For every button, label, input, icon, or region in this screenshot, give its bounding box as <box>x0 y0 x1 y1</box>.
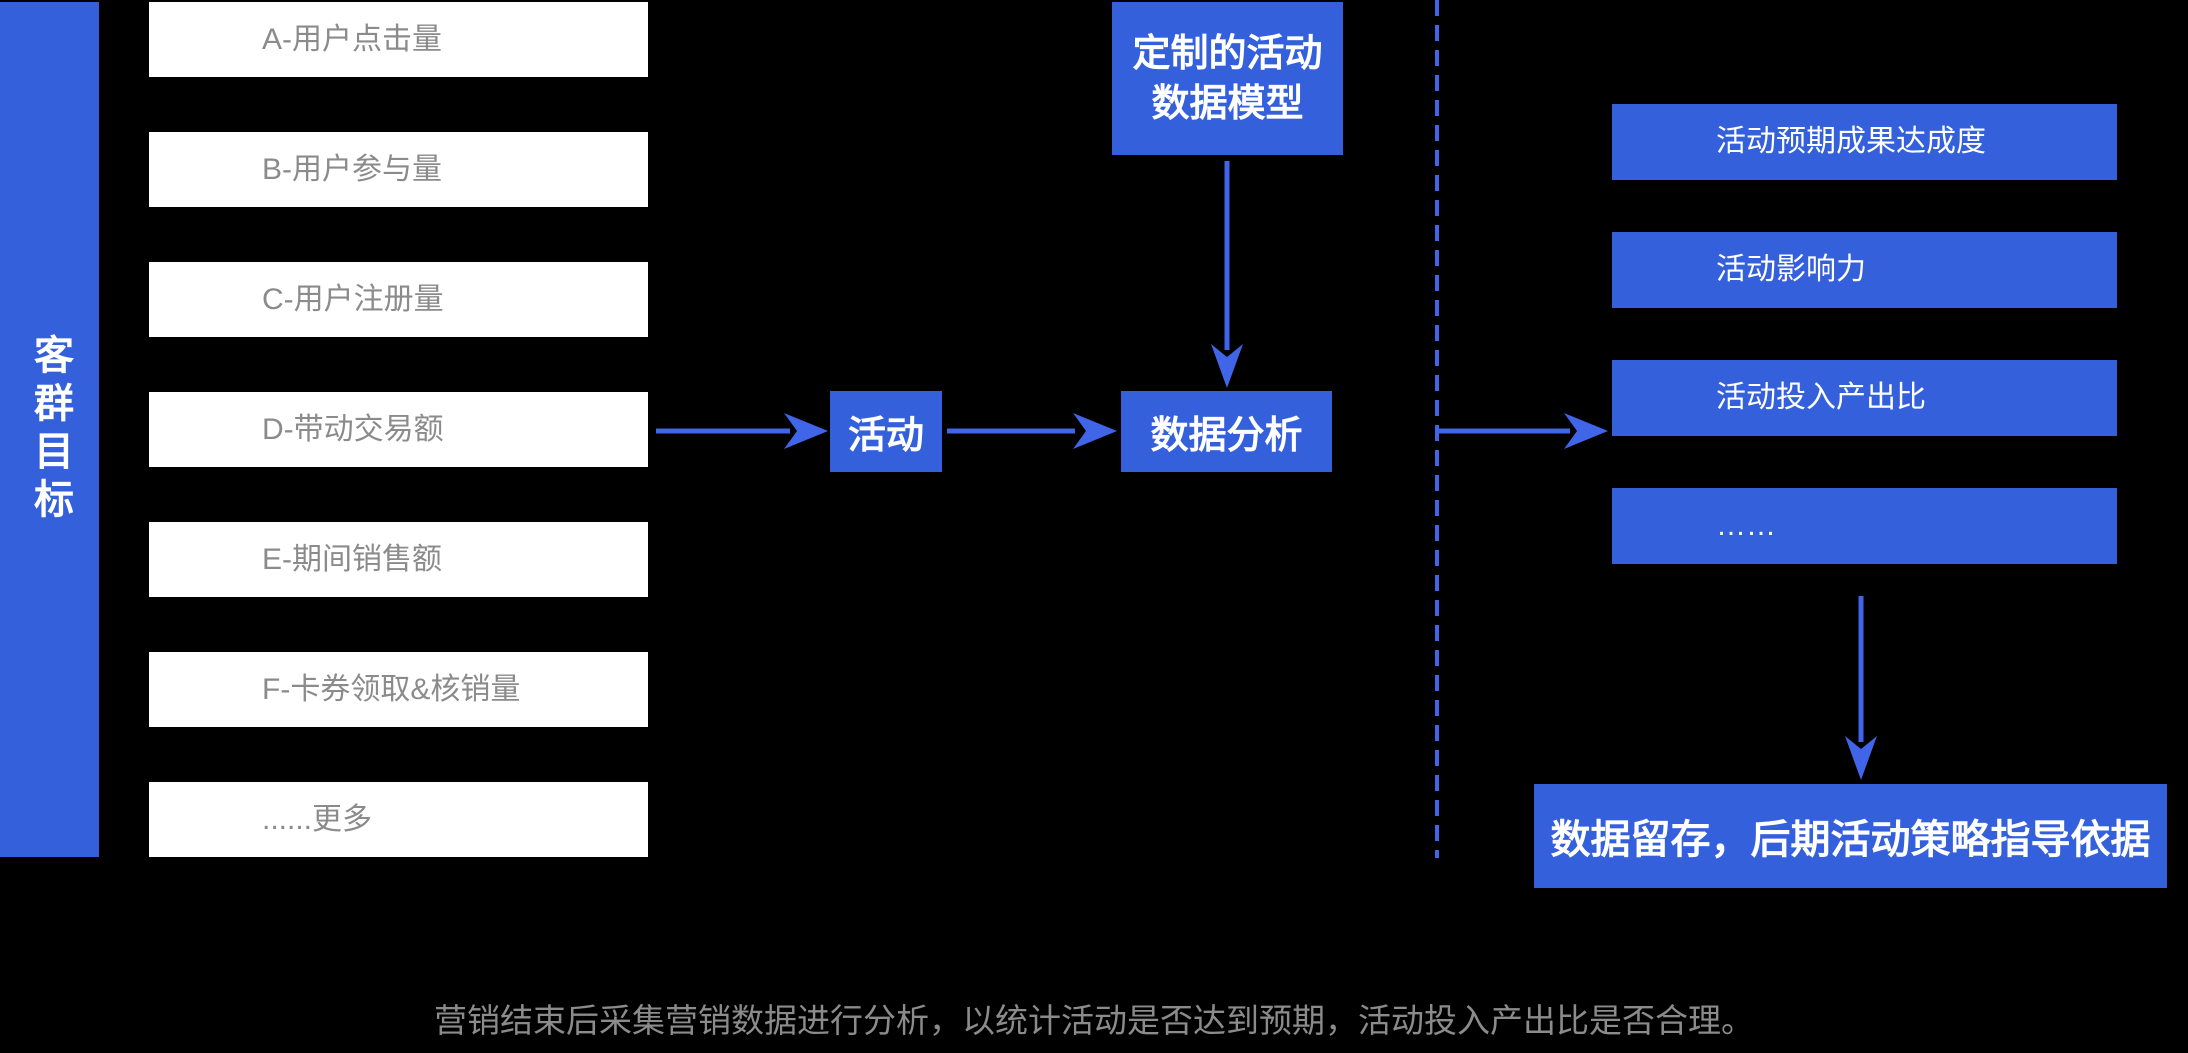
custom-model-label-line2: 数据模型 <box>1151 82 1304 125</box>
custom-model-node: 定制的活动 数据模型 <box>1112 2 1343 155</box>
result-item-roi: 活动投入产出比 <box>1612 360 2117 436</box>
result-item-influence: 活动影响力 <box>1612 232 2117 308</box>
goal-item-sales: E-期间销售额 <box>149 522 648 597</box>
arrow-model-to-analysis <box>1211 161 1243 388</box>
sidebar-goal-label: 客群目标 <box>28 333 72 526</box>
arrow-goal-to-activity <box>656 413 828 449</box>
activity-node: 活动 <box>830 391 942 472</box>
arrow-ellipsis-to-conclusion <box>1845 596 1877 780</box>
footer-caption: 营销结束后采集营销数据进行分析，以统计活动是否达到预期，活动投入产出比是否合理。 <box>434 1002 1754 1039</box>
goal-item-transactions: D-带动交易额 <box>149 392 648 467</box>
result-item-ellipsis: …… <box>1612 488 2117 564</box>
goal-item-more: ......更多 <box>149 782 648 857</box>
goal-item-clicks: A-用户点击量 <box>149 2 648 77</box>
goal-item-registrations: C-用户注册量 <box>149 262 648 337</box>
arrow-divider-to-roi <box>1439 413 1608 449</box>
arrow-activity-to-analysis <box>947 413 1117 449</box>
data-analysis-node: 数据分析 <box>1121 391 1332 472</box>
conclusion-node: 数据留存，后期活动策略指导依据 <box>1534 784 2167 888</box>
sidebar-goal-bar: 客群目标 <box>0 2 99 857</box>
custom-model-label-line1: 定制的活动 <box>1132 32 1323 75</box>
goal-item-participation: B-用户参与量 <box>149 132 648 207</box>
goal-item-coupons: F-卡券领取&核销量 <box>149 652 648 727</box>
result-item-achievement: 活动预期成果达成度 <box>1612 104 2117 180</box>
